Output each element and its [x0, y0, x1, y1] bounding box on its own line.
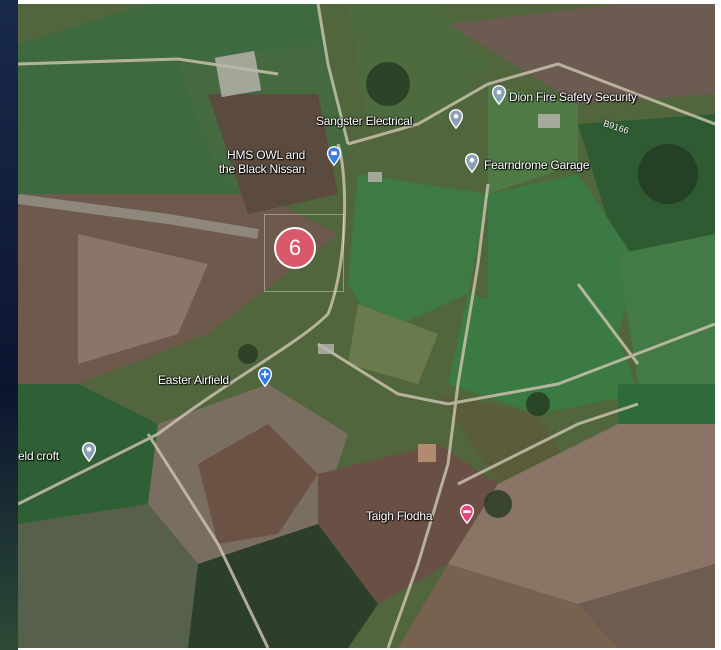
poi-hms-owl[interactable]: HMS OWL and the Black Nissan — [219, 148, 306, 176]
poi-hms-owl-line2: the Black Nissan — [218, 162, 306, 176]
poi-eld-croft[interactable]: eld croft — [18, 449, 59, 463]
location-pin-icon[interactable] — [78, 441, 100, 463]
satellite-map[interactable]: B9166 Dion Fire Safety Security Sangster… — [18, 4, 715, 648]
location-pin-icon[interactable] — [461, 152, 483, 174]
marker-highlight-box — [264, 214, 344, 292]
airplane-icon[interactable] — [254, 366, 276, 388]
map-imagery — [18, 4, 715, 648]
location-pin-icon[interactable] — [445, 108, 467, 130]
museum-icon[interactable] — [323, 145, 345, 167]
poi-taigh-flodha[interactable]: Taigh Flodha — [366, 509, 433, 523]
numbered-marker[interactable]: 6 — [274, 227, 316, 269]
bed-icon[interactable] — [456, 503, 478, 525]
poi-fearndrome-garage[interactable]: Fearndrome Garage — [484, 158, 590, 172]
poi-dion-fire-safety[interactable]: Dion Fire Safety Security — [509, 90, 637, 104]
location-pin-icon[interactable] — [488, 84, 510, 106]
poi-hms-owl-line1: HMS OWL and — [227, 148, 306, 162]
poi-easter-airfield[interactable]: Easter Airfield — [158, 373, 230, 387]
window-edge — [0, 0, 18, 650]
poi-sangster-electrical[interactable]: Sangster Electrical — [316, 114, 413, 128]
